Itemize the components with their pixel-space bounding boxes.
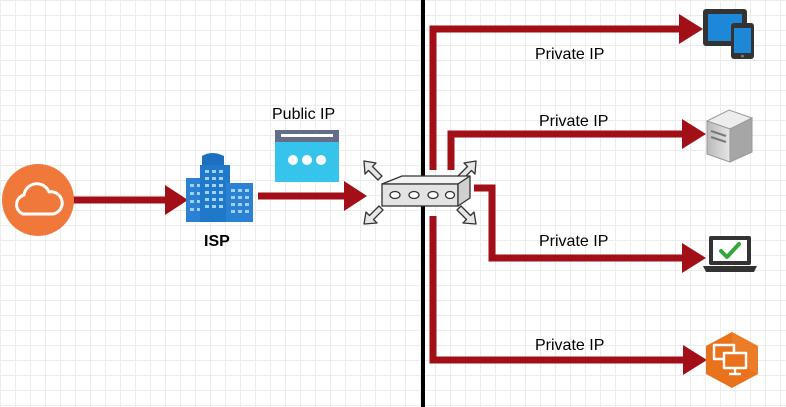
arrowhead-mobile bbox=[679, 14, 703, 44]
building-icon bbox=[186, 153, 253, 222]
arrowhead-laptop bbox=[682, 243, 706, 273]
connector-router-laptop bbox=[474, 184, 685, 262]
desktop-icon bbox=[706, 332, 758, 388]
arrowheads bbox=[165, 14, 707, 375]
arrowhead-isp bbox=[165, 185, 188, 215]
isp-label: ISP bbox=[204, 233, 230, 250]
arrowhead-desktop bbox=[683, 345, 707, 375]
connectors bbox=[70, 25, 686, 364]
public-ip-label: Public IP bbox=[272, 106, 336, 123]
server-icon bbox=[705, 109, 754, 163]
connector-router-desktop bbox=[429, 216, 686, 364]
connector-router-server bbox=[447, 130, 685, 170]
arrowhead-router bbox=[344, 181, 367, 211]
private-ip-label-1: Private IP bbox=[535, 46, 605, 63]
arrowhead-server bbox=[682, 119, 706, 149]
router-icon bbox=[363, 160, 477, 225]
ip-address-icon bbox=[275, 130, 339, 182]
connector-router-mobile bbox=[429, 25, 682, 170]
cloud-icon bbox=[2, 164, 74, 236]
tablet-phone-icon bbox=[703, 9, 754, 59]
laptop-check-icon bbox=[703, 236, 757, 272]
private-ip-label-2: Private IP bbox=[539, 113, 609, 130]
private-ip-label-3: Private IP bbox=[539, 233, 609, 250]
private-ip-label-4: Private IP bbox=[535, 337, 605, 354]
